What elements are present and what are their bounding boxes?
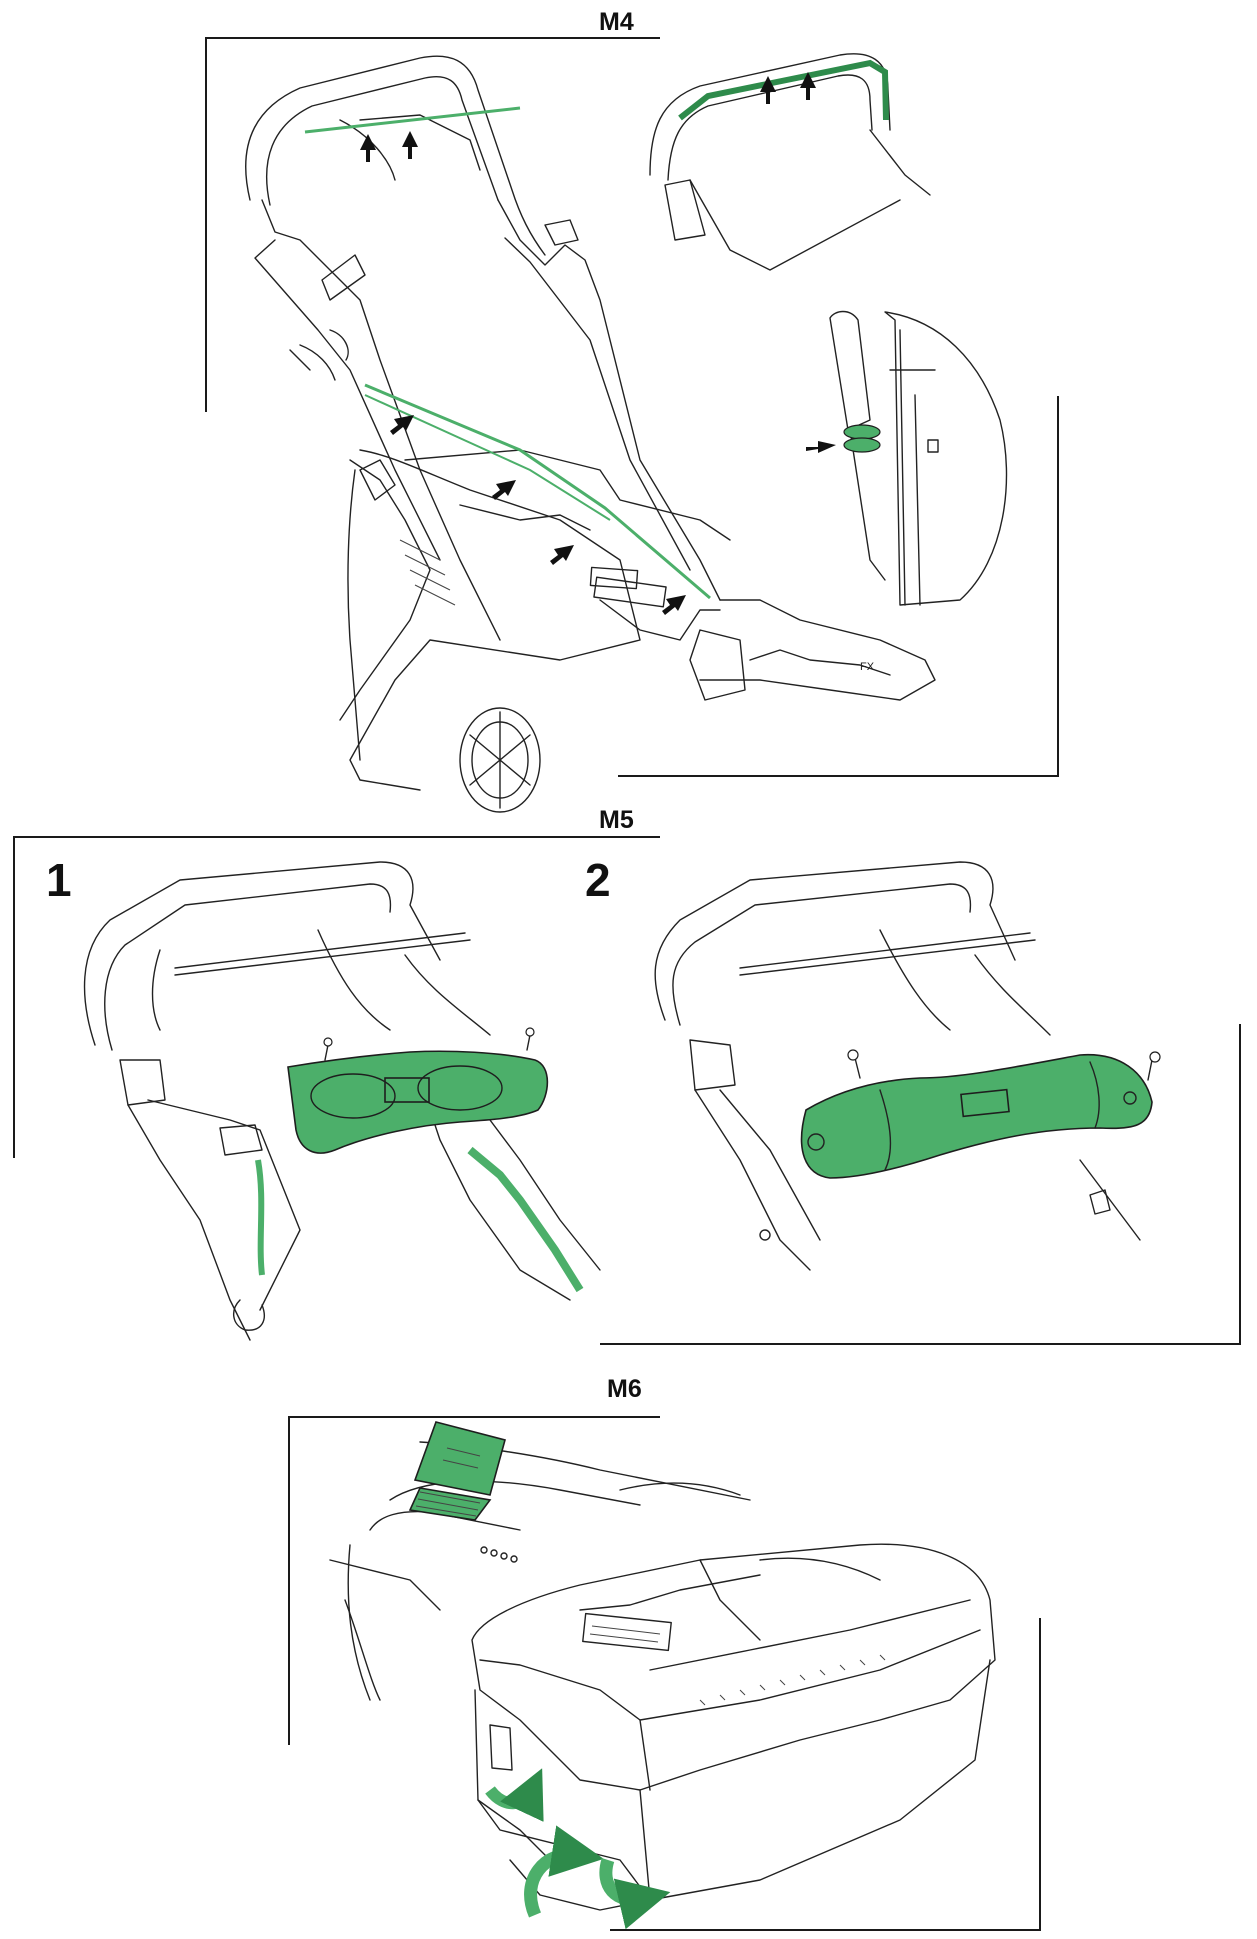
frame-bracket-bottom xyxy=(600,1024,1241,1345)
up-arrow-icon xyxy=(760,72,816,104)
grass-catcher xyxy=(471,1543,996,1911)
mower-handle xyxy=(244,55,721,641)
frame-bracket-top xyxy=(205,37,660,412)
panel-m6: M6 xyxy=(288,1375,1041,1931)
frame-bracket-top xyxy=(288,1416,660,1745)
step-2-illustration xyxy=(654,861,1161,1271)
panel-m5: M5 1 2 xyxy=(13,806,1241,1345)
right-arrow-icon xyxy=(390,415,686,615)
frame-bracket-bottom xyxy=(618,396,1059,777)
panel-label-m5: M5 xyxy=(599,806,634,834)
cable-routing xyxy=(364,383,711,600)
up-arrow-icon xyxy=(360,131,418,162)
step-1-illustration xyxy=(83,861,601,1341)
right-arrow-icon xyxy=(806,441,836,453)
panel-m4: M4 xyxy=(205,8,1059,813)
background-mower xyxy=(329,1421,751,1701)
mower-body: FX xyxy=(339,449,936,813)
badge-glyph: FX xyxy=(860,661,875,673)
green-flap xyxy=(413,1421,506,1496)
step-number-1: 1 xyxy=(46,854,72,906)
frame-bracket-top xyxy=(13,836,660,1158)
step-number-2: 2 xyxy=(585,854,611,906)
panel-label-m4: M4 xyxy=(599,8,634,36)
cable-inset xyxy=(678,59,889,121)
cable-top xyxy=(304,106,521,134)
green-handle-cover-installed xyxy=(800,1053,1153,1179)
inset-handle-bar xyxy=(649,53,931,271)
panel-label-m6: M6 xyxy=(607,1375,642,1403)
inset-clip-detail xyxy=(806,310,1008,606)
frame-bracket-bottom xyxy=(610,1618,1041,1931)
curved-rotate-arrow-icon xyxy=(485,1768,671,1930)
